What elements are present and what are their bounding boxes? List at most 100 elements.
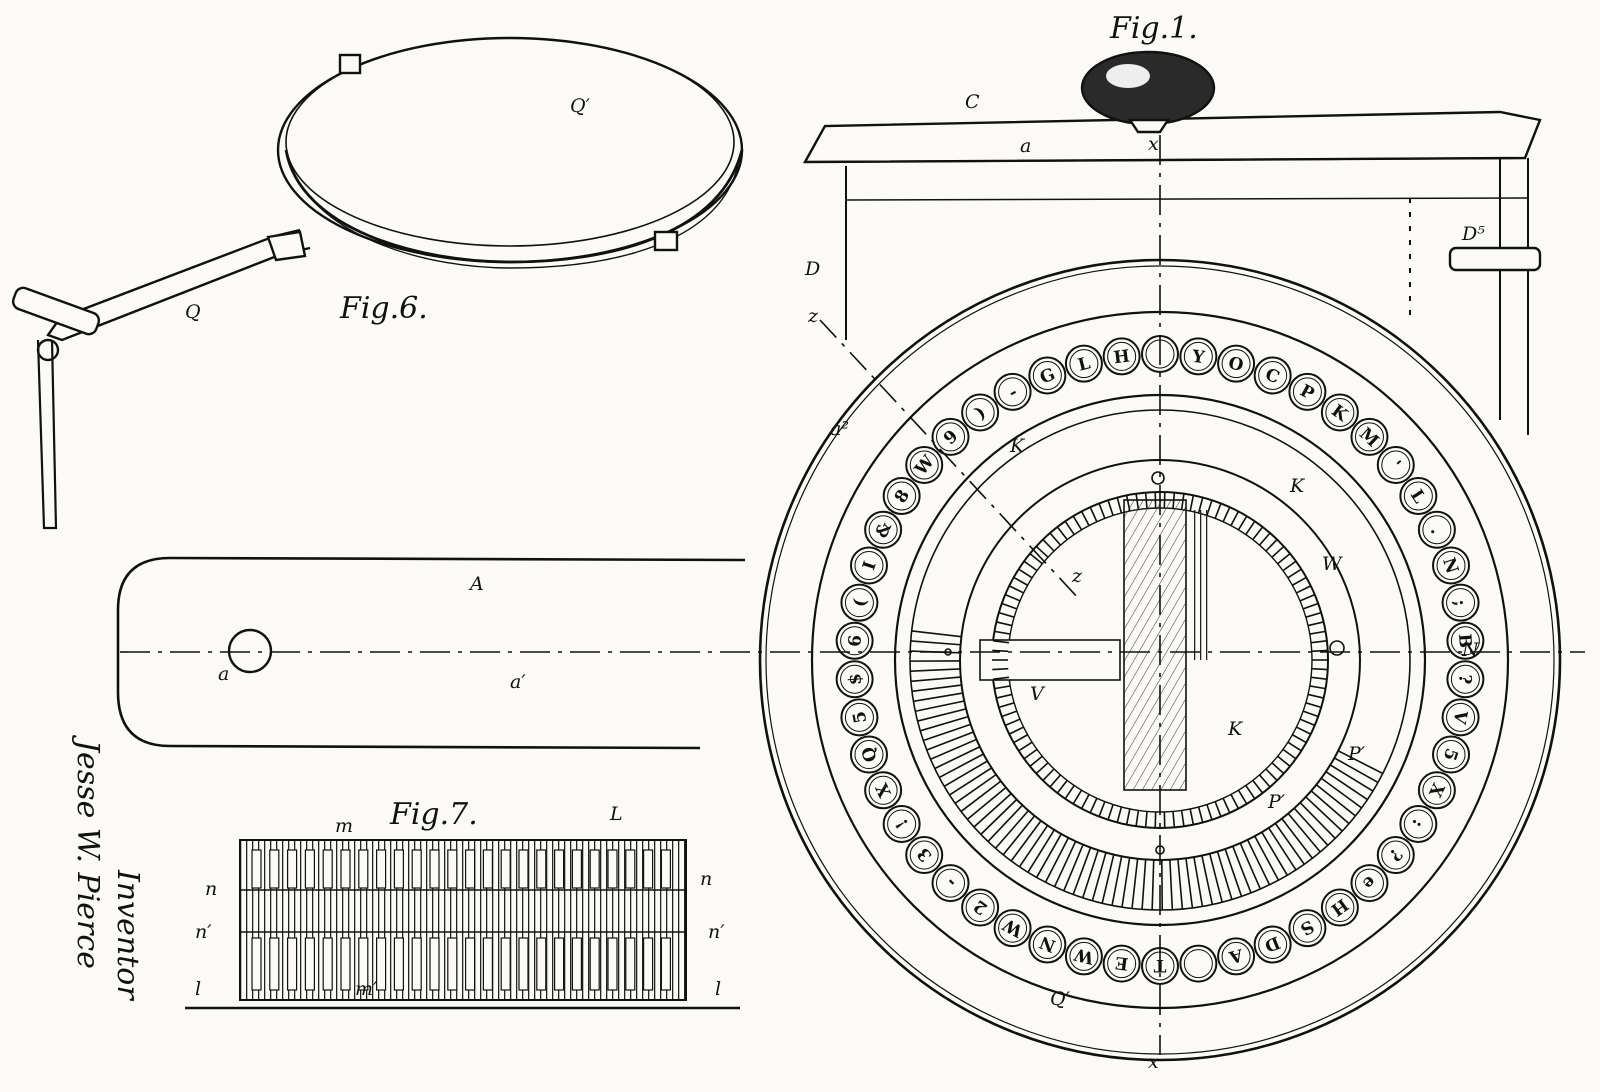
comb-tooth — [931, 739, 977, 759]
key: . — [1419, 512, 1455, 548]
label-n-left: n — [205, 878, 217, 900]
comb-tooth — [1272, 546, 1284, 557]
comb-tooth — [1146, 811, 1147, 827]
label-W: W — [1322, 553, 1343, 575]
fig7-slot — [590, 850, 599, 888]
comb-tooth — [1073, 790, 1081, 804]
comb-tooth — [1312, 669, 1328, 670]
key-char: H — [1113, 346, 1131, 368]
comb-tooth — [1262, 832, 1287, 875]
label-a-hole: a — [218, 663, 229, 685]
comb-tooth — [1057, 527, 1067, 540]
fig7-slot — [412, 938, 421, 990]
key-char: 6 — [845, 634, 866, 647]
label-x-bottom: x — [1148, 1051, 1159, 1073]
comb-tooth — [1005, 595, 1020, 601]
label-K1: K — [1009, 435, 1026, 457]
comb-tooth — [1082, 794, 1089, 808]
label-C: C — [965, 91, 980, 113]
fig7-slot — [394, 850, 403, 888]
label-a: a — [1020, 135, 1031, 157]
comb-tooth — [1046, 838, 1069, 882]
key: ) — [962, 394, 998, 430]
label-a2: a² — [830, 418, 849, 440]
key: - — [995, 374, 1031, 410]
comb-tooth — [1057, 780, 1067, 793]
label-K2: K — [1289, 475, 1306, 497]
fig7-slot — [377, 938, 386, 990]
key-cap — [1180, 946, 1216, 982]
fig7-slot — [626, 938, 635, 990]
key-char: E — [1114, 952, 1129, 973]
comb-tooth — [992, 669, 1008, 670]
comb-tooth — [1303, 711, 1318, 716]
fig7-slot — [501, 938, 510, 990]
key: L — [1066, 346, 1102, 382]
comb-tooth — [923, 724, 970, 740]
fig7-slot — [430, 850, 439, 888]
key: N — [1433, 547, 1469, 583]
fig7-slot — [377, 850, 386, 888]
fig7-slot — [412, 850, 421, 888]
comb-tooth — [939, 754, 983, 777]
key: $ — [837, 661, 873, 697]
fig7-slot — [537, 850, 546, 888]
fig7-slot — [270, 850, 279, 888]
key: N — [1029, 927, 1065, 963]
fig6-caption: Fig.6. — [339, 291, 428, 326]
fig7-slot — [252, 850, 261, 888]
comb-tooth — [1002, 604, 1017, 609]
key: A — [1218, 938, 1254, 974]
comb-tooth — [910, 669, 960, 671]
comb-tooth — [935, 747, 980, 769]
label-n2-left: n′ — [195, 921, 212, 943]
comb-tooth — [1050, 775, 1060, 787]
comb-tooth — [1240, 843, 1260, 889]
fig7-slot — [590, 938, 599, 990]
comb-tooth — [1142, 859, 1146, 909]
comb-tooth — [1014, 577, 1028, 585]
comb-tooth — [1278, 756, 1290, 766]
comb-tooth — [996, 694, 1012, 698]
comb-tooth — [1278, 554, 1290, 564]
fig7-slot — [288, 938, 297, 990]
comb-tooth — [1043, 769, 1054, 780]
fig7-slot — [608, 938, 617, 990]
comb-tooth — [1190, 495, 1193, 511]
comb-tooth — [1005, 719, 1020, 725]
comb-tooth — [1308, 622, 1324, 626]
label-x-top: x — [1148, 133, 1159, 155]
key: D — [1255, 927, 1291, 963]
label-l-left: l — [195, 978, 201, 1000]
comb-tooth — [1055, 841, 1076, 886]
comb-tooth — [1037, 834, 1062, 877]
comb-tooth — [1009, 586, 1023, 593]
comb-tooth — [1253, 780, 1263, 793]
label-Q-ring: Q′ — [570, 95, 591, 117]
comb-tooth — [1108, 500, 1113, 515]
inventor-role: Inventor — [110, 869, 145, 1001]
comb-tooth — [1238, 790, 1246, 804]
comb-tooth — [1306, 703, 1321, 708]
key: X — [1419, 772, 1455, 808]
comb-tooth — [1311, 641, 1327, 643]
fig7-slot — [305, 938, 314, 990]
key: 9 — [933, 419, 969, 455]
label-K3: K — [1227, 718, 1244, 740]
comb-tooth — [1260, 533, 1270, 545]
comb-tooth — [1310, 631, 1326, 634]
fig7-slot — [626, 850, 635, 888]
comb-tooth — [1266, 540, 1277, 551]
comb-tooth — [1194, 857, 1202, 906]
comb-tooth — [1260, 775, 1270, 787]
comb-tooth — [992, 650, 1008, 651]
key: ! — [884, 806, 920, 842]
comb-tooth — [1173, 811, 1174, 827]
fig7-slot — [270, 938, 279, 990]
key: V — [1443, 699, 1479, 735]
key: ? — [1447, 661, 1483, 697]
key: H — [1104, 338, 1140, 374]
label-D: D — [804, 258, 820, 280]
